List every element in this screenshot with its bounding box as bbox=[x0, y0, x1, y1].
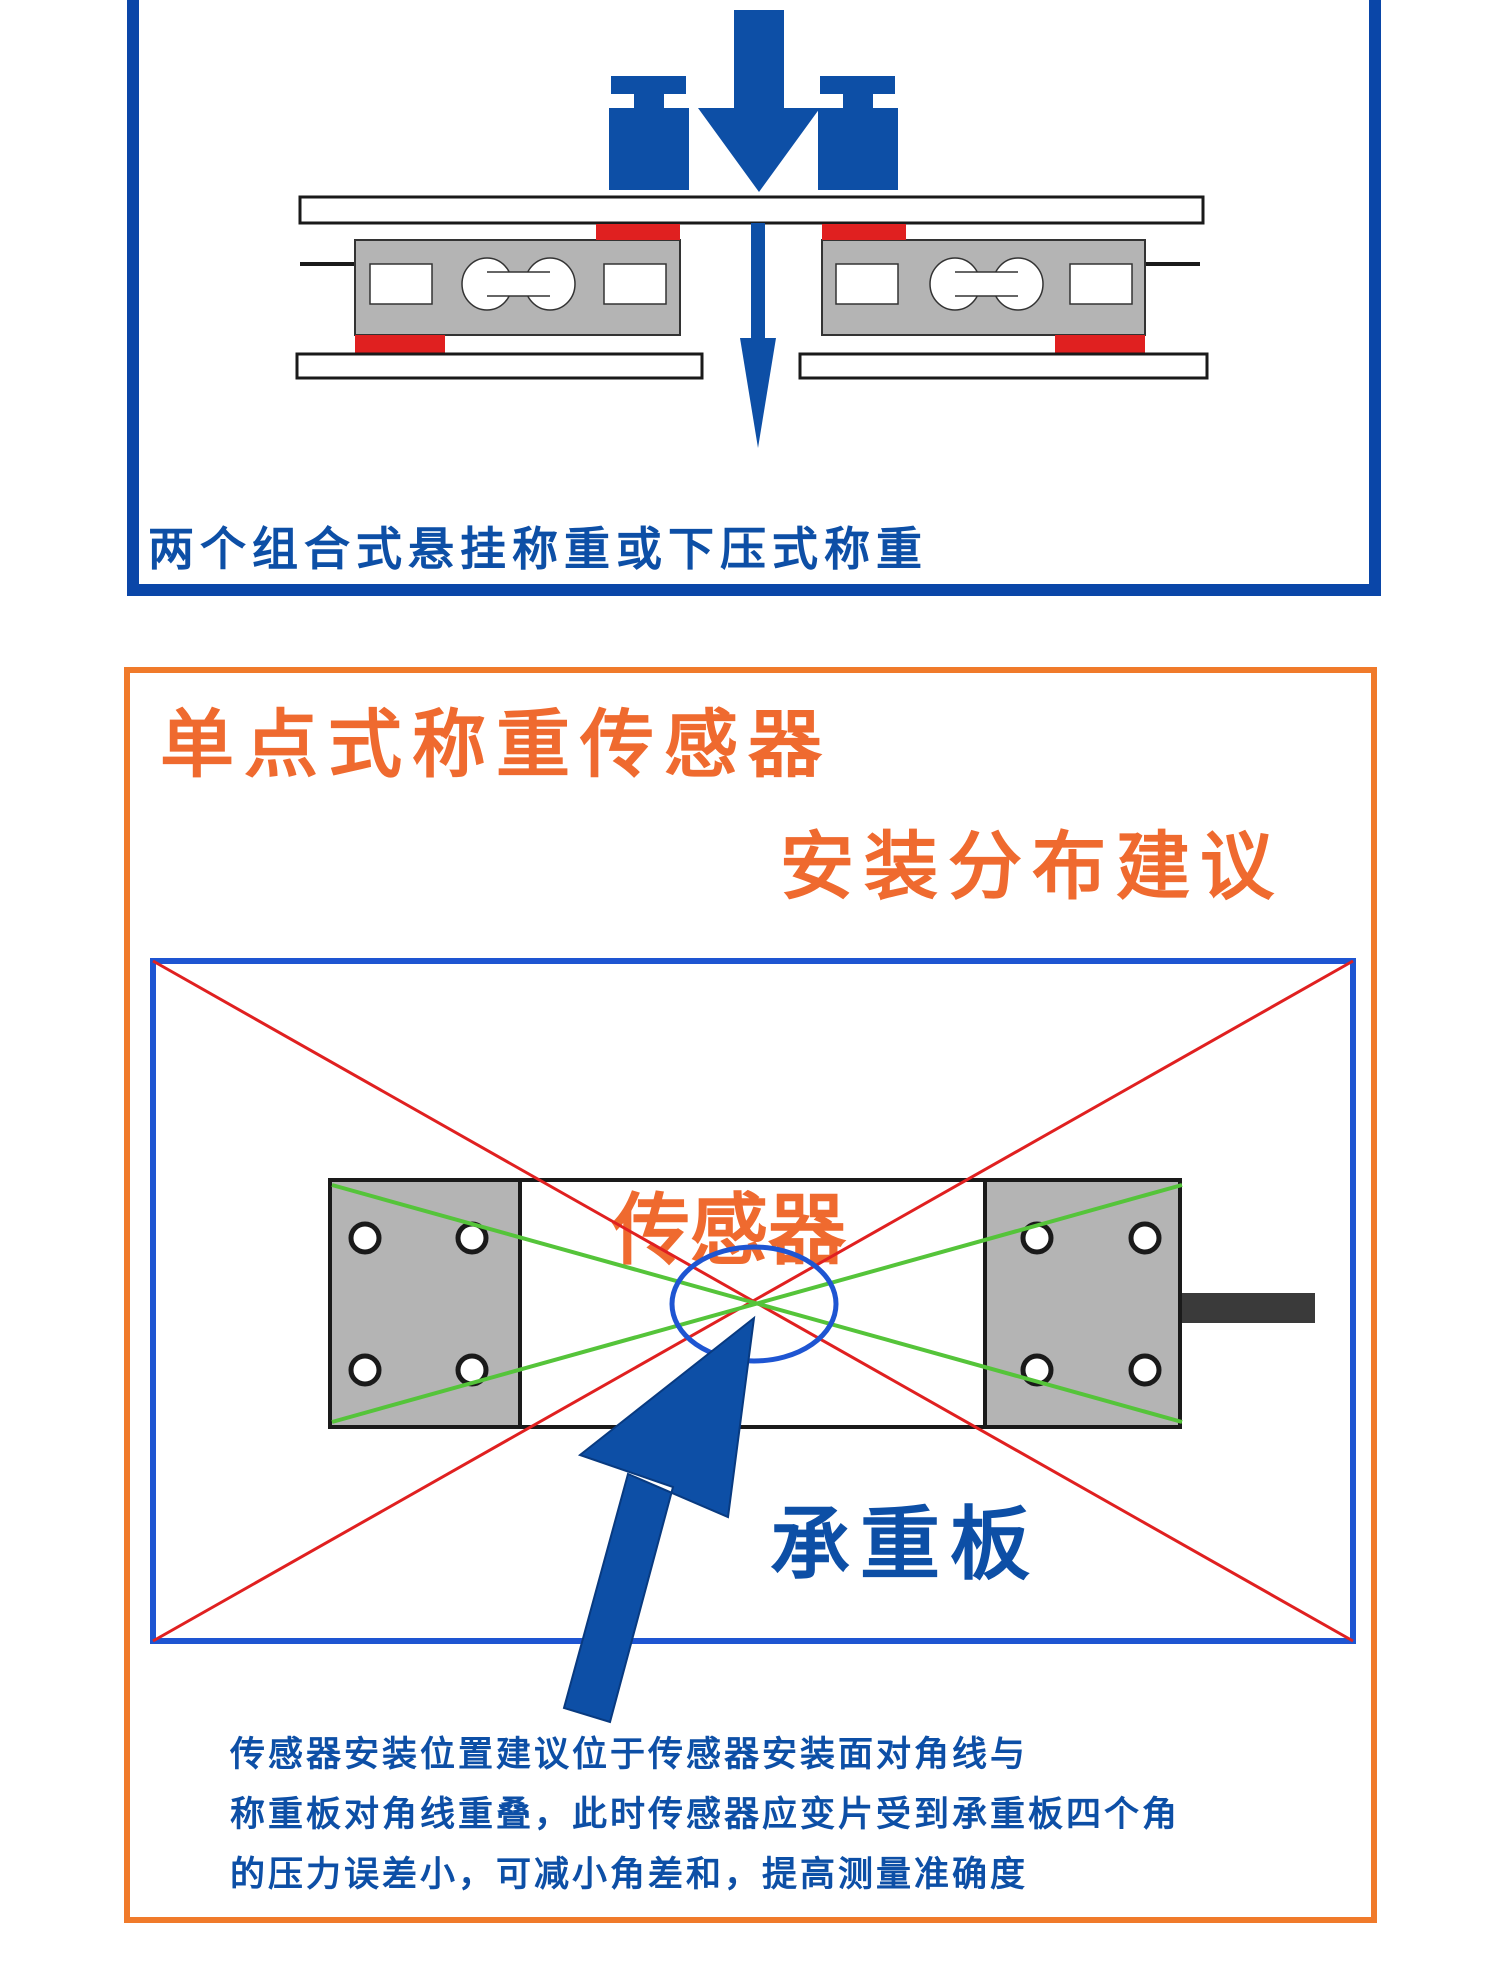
spacer-top-left bbox=[596, 224, 680, 240]
hole-icon bbox=[1020, 1353, 1054, 1387]
load-cell-right bbox=[821, 224, 1200, 354]
lower-plate-left bbox=[295, 352, 704, 380]
spacer-bottom-left bbox=[355, 335, 445, 354]
pointer-arrow-icon bbox=[562, 1315, 756, 1724]
lower-plate-right bbox=[798, 352, 1209, 380]
sensor-cable bbox=[1182, 1293, 1315, 1323]
description-line-1: 传感器安装位置建议位于传感器安装面对角线与 bbox=[229, 1735, 1028, 1775]
description-line-2: 称重板对角线重叠，此时传感器应变片受到承重板四个角 bbox=[230, 1794, 1180, 1835]
mounting-holes bbox=[348, 1221, 1162, 1387]
through-arrow-head-icon bbox=[740, 338, 776, 448]
spacer-bottom-right bbox=[1055, 335, 1145, 354]
spacer-top-right bbox=[822, 224, 906, 240]
sensor-end-right bbox=[983, 1178, 1182, 1429]
bottom-panel-border bbox=[124, 667, 1377, 1923]
hole-icon bbox=[1128, 1221, 1162, 1255]
load-arrow-icon bbox=[698, 10, 820, 192]
bottom-subtitle: 安装分布建议 bbox=[780, 824, 1284, 910]
top-caption: 两个组合式悬挂称重或下压式称重 bbox=[148, 522, 928, 576]
bottom-panel: 单点式称重传感器 安装分布建议 传感器 bbox=[124, 667, 1377, 1923]
sensor-end-left bbox=[328, 1178, 522, 1429]
hole-icon bbox=[348, 1353, 382, 1387]
hole-icon bbox=[348, 1221, 382, 1255]
weight-right-icon bbox=[818, 76, 898, 190]
top-panel-border bbox=[127, 0, 1381, 596]
plate-label: 承重板 bbox=[770, 1498, 1040, 1591]
strain-gauge-center bbox=[669, 1244, 839, 1364]
through-arrow-shaft bbox=[751, 223, 765, 343]
top-panel: 两个组合式悬挂称重或下压式称重 bbox=[127, 0, 1381, 596]
sensor-diagonal-2 bbox=[331, 1183, 1183, 1424]
hole-icon bbox=[1128, 1353, 1162, 1387]
description-line-3: 的压力误差小，可减小角差和，提高测量准确度 bbox=[230, 1855, 1028, 1895]
bottom-title: 单点式称重传感器 bbox=[160, 702, 832, 788]
load-cell-left bbox=[300, 224, 681, 354]
weight-left-icon bbox=[609, 76, 689, 190]
upper-plate bbox=[298, 195, 1205, 225]
